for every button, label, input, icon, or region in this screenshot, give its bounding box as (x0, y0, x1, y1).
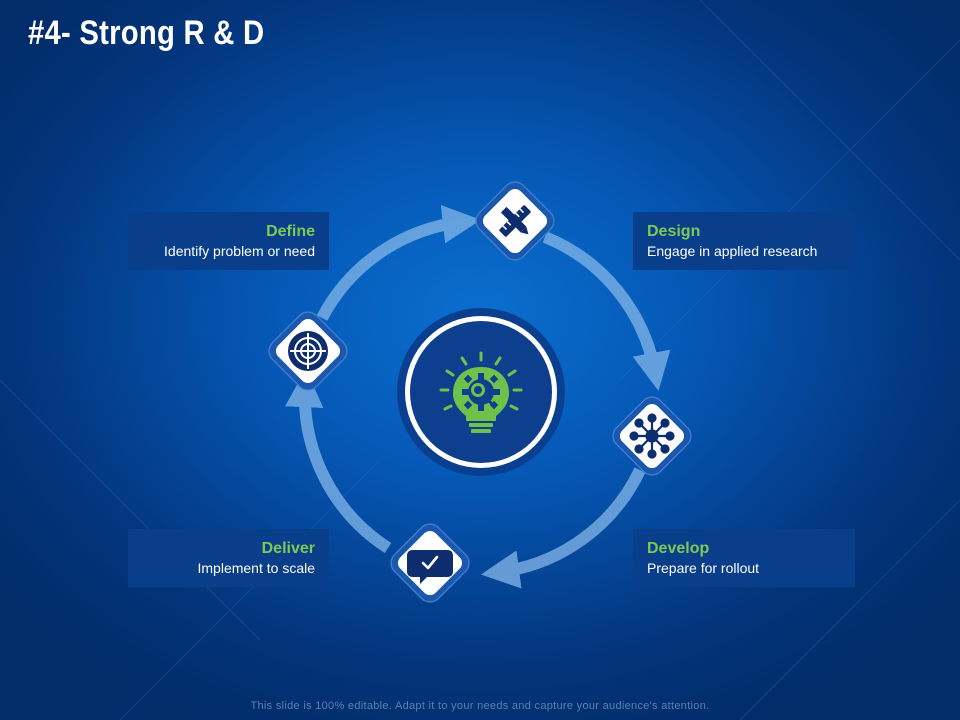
design-node (475, 181, 555, 261)
arrow-design-to-develop (542, 231, 671, 391)
develop-description: Prepare for rollout (647, 560, 760, 576)
develop-node (612, 396, 692, 476)
develop-card: Develop Prepare for rollout (633, 529, 855, 587)
develop-title: Develop (647, 540, 710, 557)
arrow-define-to-design (316, 205, 482, 321)
footer-note: This slide is 100% editable. Adapt it to… (250, 700, 710, 712)
center-hub (397, 308, 565, 476)
define-title: Define (266, 223, 315, 240)
lightbulb-gear-icon (439, 351, 523, 433)
deliver-node (390, 523, 470, 603)
chat-check-icon (407, 550, 453, 584)
deliver-title: Deliver (261, 540, 315, 557)
target-icon (288, 331, 328, 371)
deliver-description: Implement to scale (197, 560, 316, 576)
page-title: #4- Strong R & D (28, 14, 265, 52)
design-description: Engage in applied research (647, 243, 818, 259)
define-card: Define Identify problem or need (128, 212, 329, 270)
deliver-card: Deliver Implement to scale (128, 529, 329, 587)
arrow-develop-to-deliver (480, 467, 646, 589)
define-description: Identify problem or need (164, 243, 315, 259)
design-title: Design (647, 223, 701, 240)
arrow-deliver-to-define (285, 368, 392, 554)
design-card: Design Engage in applied research (633, 212, 855, 270)
define-node (268, 311, 348, 391)
network-icon (629, 413, 675, 459)
ruler-pencil-icon (499, 205, 531, 237)
